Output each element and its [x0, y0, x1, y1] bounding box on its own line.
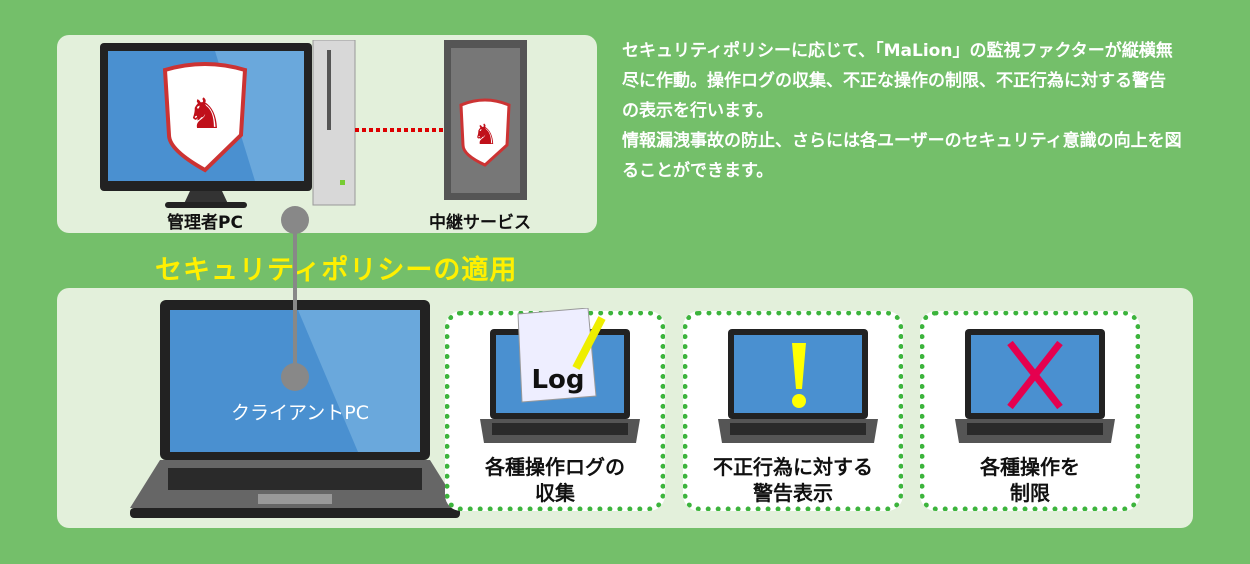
svg-text:♞: ♞: [472, 118, 497, 151]
shield-icon: ♞: [162, 62, 248, 173]
function-warning-display: 不正行為に対する警告表示: [683, 311, 903, 511]
function-caption: 各種操作ログの収集: [485, 455, 625, 505]
policy-connector: [281, 206, 309, 391]
relay-service-label: 中継サービス: [429, 213, 531, 233]
function-caption: 各種操作を制限: [980, 455, 1080, 505]
exclamation-icon: [792, 343, 806, 389]
policy-title: セキュリティポリシーの適用: [155, 255, 518, 286]
laptop-icon: [718, 329, 878, 443]
function-caption: 不正行為に対する警告表示: [713, 455, 873, 505]
cross-icon: [1007, 340, 1063, 410]
laptop-icon: [955, 329, 1115, 443]
svg-text:Log: Log: [531, 365, 584, 395]
admin-pc-label: 管理者PC: [167, 213, 243, 233]
description-p2: 情報漏洩事故の防止、さらには各ユーザーのセキュリティ意識の向上を図ることができま…: [622, 131, 1182, 181]
tower-pc-icon: [312, 40, 356, 206]
function-log-collection: Log 各種操作ログの収集: [445, 308, 665, 511]
log-document-icon: Log: [517, 308, 606, 403]
svg-text:♞: ♞: [186, 89, 224, 138]
client-pc-label: クライアントPC: [231, 402, 369, 424]
server-icon: ♞: [444, 40, 527, 200]
description: セキュリティポリシーに応じて、「MaLion」の監視ファクターが縦横無尽に作動。…: [622, 36, 1182, 186]
description-p1: セキュリティポリシーに応じて、「MaLion」の監視ファクターが縦横無尽に作動。…: [622, 41, 1173, 121]
admin-pc-and-server-illustration: ♞ ♞: [100, 40, 527, 208]
function-operation-restriction: 各種操作を制限: [920, 311, 1140, 511]
